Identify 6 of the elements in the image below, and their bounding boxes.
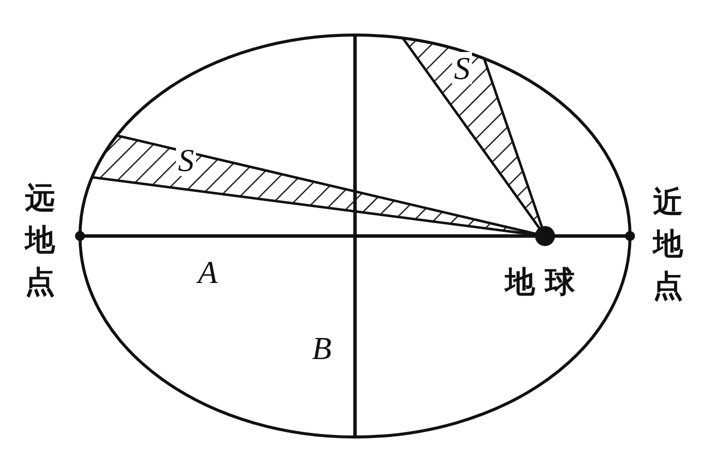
apsis-label: 远地点 [24, 180, 56, 302]
apsis-label: 近地点 [652, 184, 684, 306]
axis-label: B [312, 332, 332, 364]
axis-label: A [198, 256, 218, 288]
earth-label: 地球 [505, 268, 585, 298]
area-label: S [452, 52, 472, 84]
